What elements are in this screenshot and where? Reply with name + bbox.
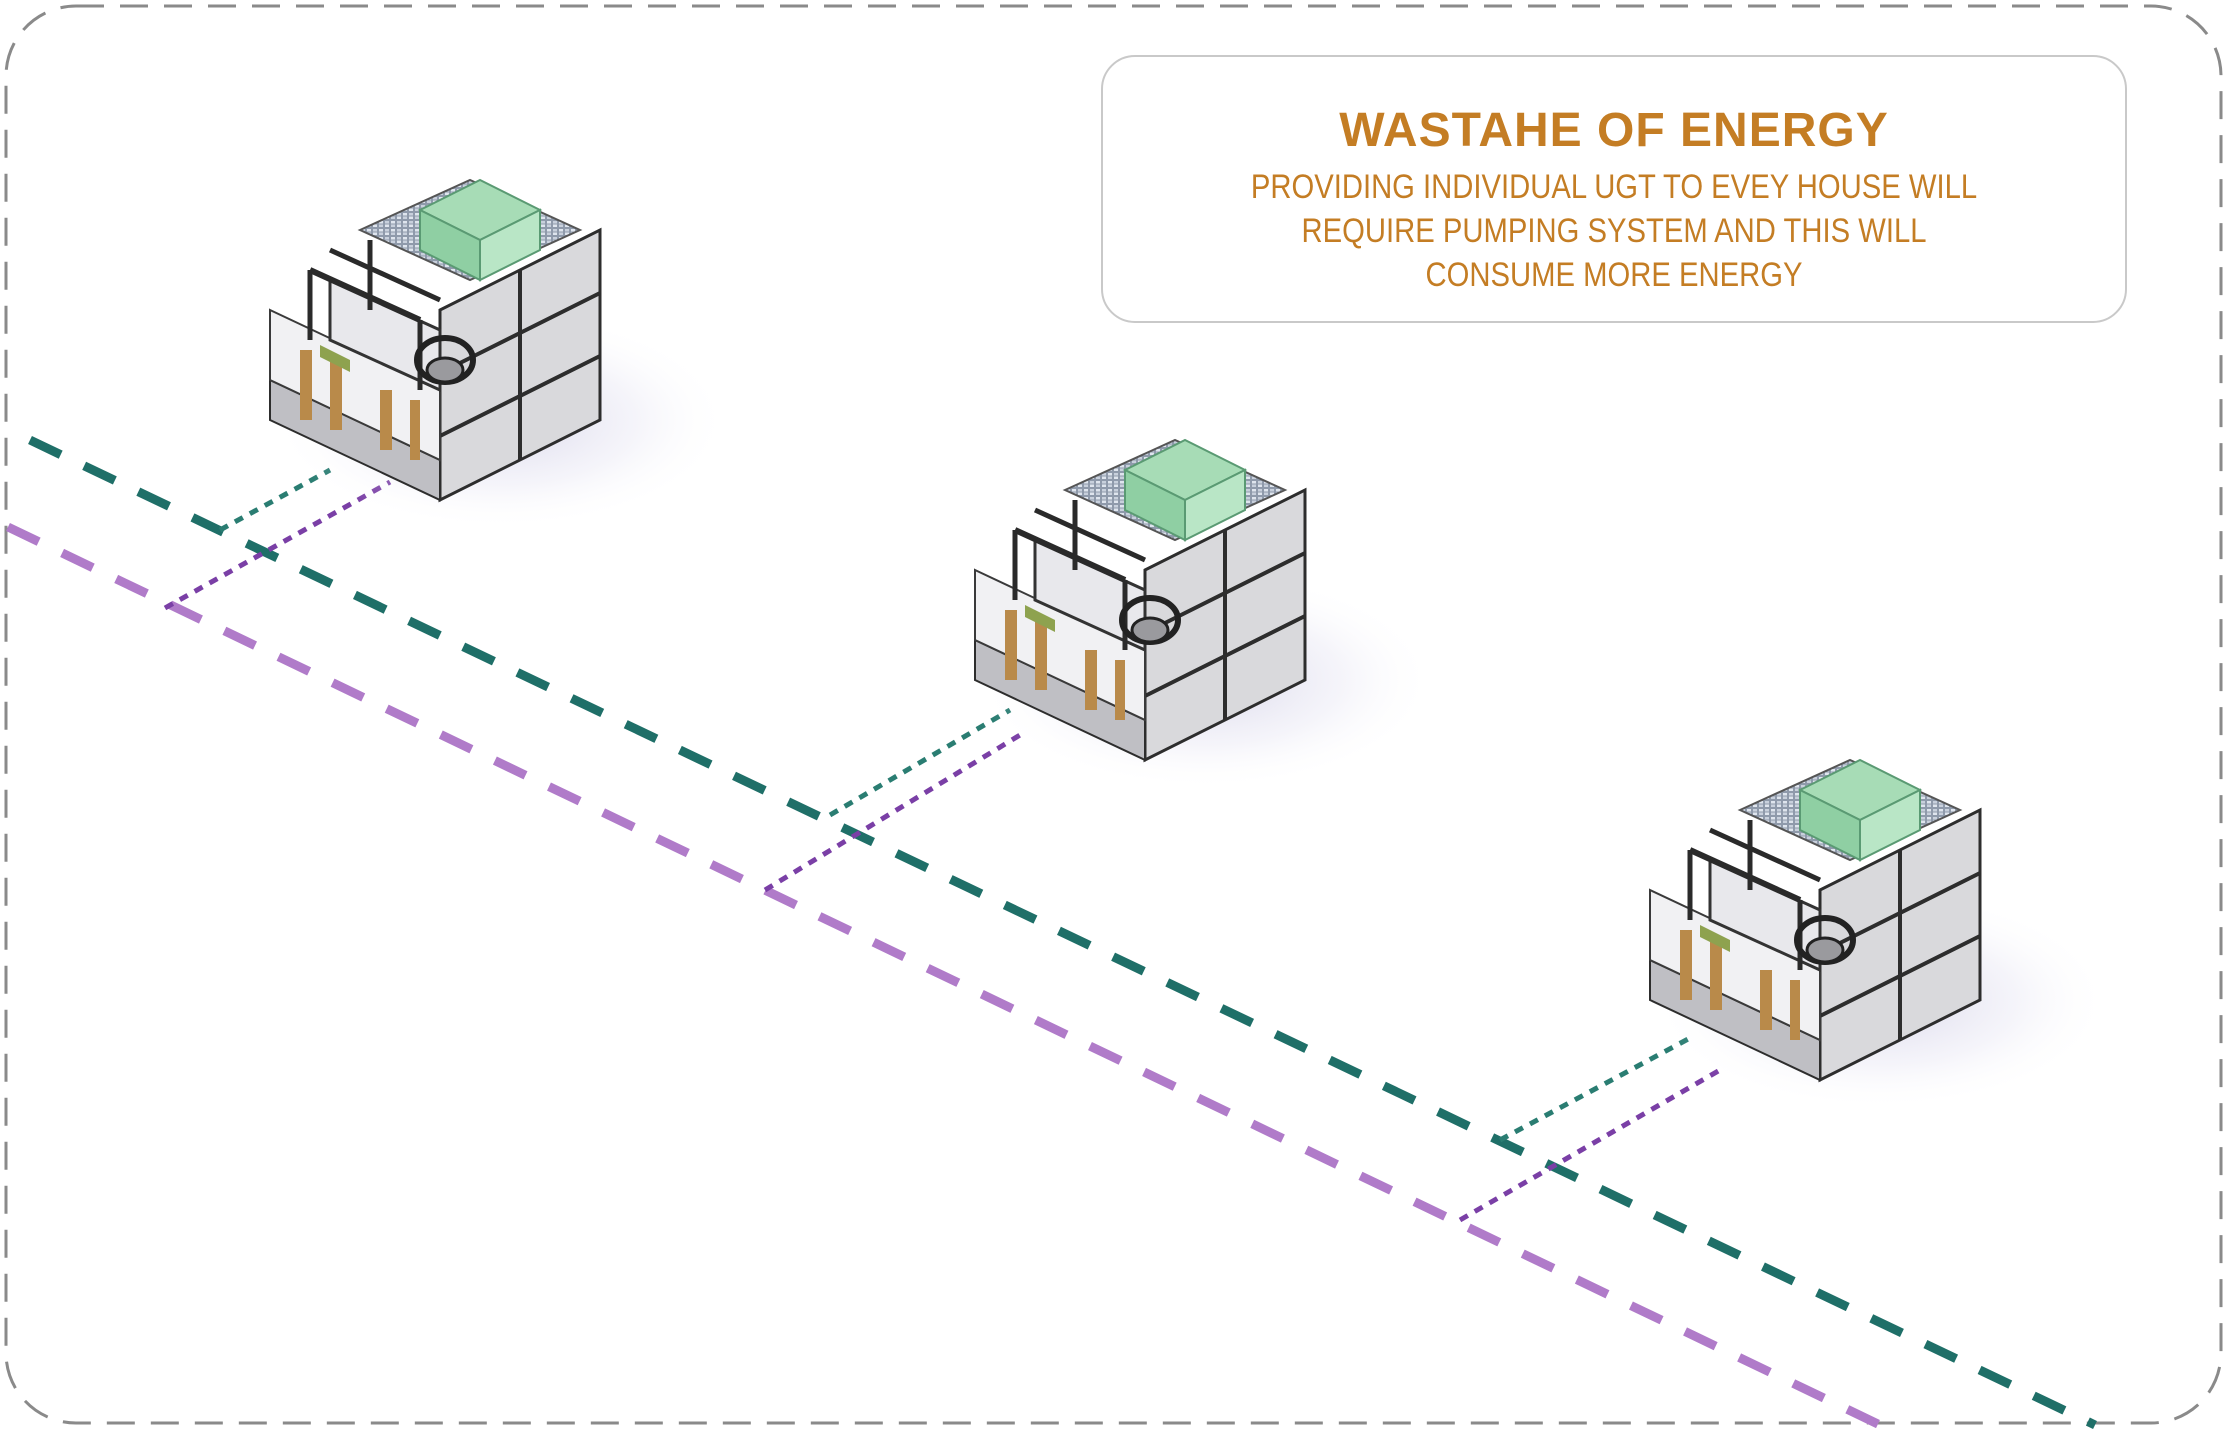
house-3-teal-branch bbox=[1498, 1035, 1692, 1143]
diagram-frame bbox=[4, 4, 2223, 1425]
energy-note-box: WASTAHE OF ENERGY PROVIDING INDIVIDUAL U… bbox=[1101, 55, 2127, 323]
note-title: WASTAHE OF ENERGY bbox=[1339, 104, 1889, 157]
house-1 bbox=[270, 180, 730, 530]
house-1-purple-branch bbox=[163, 479, 392, 611]
house-2-teal-branch bbox=[828, 707, 1012, 818]
note-body: PROVIDING INDIVIDUAL UGT TO EVEY HOUSE W… bbox=[1250, 168, 1978, 294]
teal-main-line bbox=[28, 435, 2097, 1430]
purple-main-line bbox=[6, 522, 1882, 1430]
house-2 bbox=[975, 440, 1435, 790]
house-3 bbox=[1650, 760, 2110, 1110]
